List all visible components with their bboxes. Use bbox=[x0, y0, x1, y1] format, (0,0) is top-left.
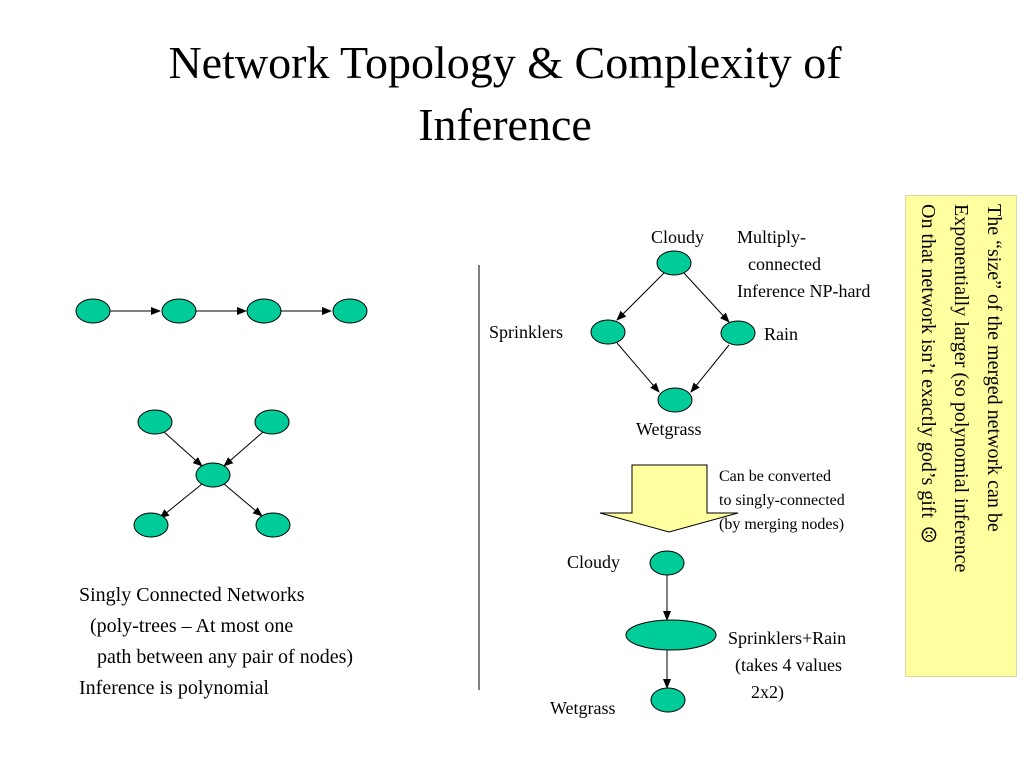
caption-line-4: Inference is polynomial bbox=[79, 677, 269, 699]
merged-network: Cloudy Sprinklers+Rain (takes 4 values 2… bbox=[550, 550, 846, 718]
edge-cloudy-rain bbox=[682, 271, 730, 323]
node-cloudy bbox=[656, 250, 692, 276]
merged-label-sprinklers-rain: Sprinklers+Rain bbox=[728, 628, 846, 648]
merged-node-sprinklers-rain bbox=[625, 619, 717, 651]
chain-node-2 bbox=[161, 298, 197, 324]
node-rain bbox=[720, 320, 756, 346]
polytree-edge-2 bbox=[223, 431, 264, 467]
multiply-connected-note-line-3: Inference NP-hard bbox=[737, 281, 870, 301]
label-wetgrass: Wetgrass bbox=[636, 419, 702, 439]
chain-network bbox=[75, 298, 368, 324]
singly-connected-caption: Singly Connected Networks (poly-trees – … bbox=[79, 584, 353, 699]
multiply-connected-note-line-1: Multiply- bbox=[737, 227, 806, 247]
caption-line-2: (poly-trees – At most one bbox=[90, 615, 293, 637]
chain-node-4 bbox=[332, 298, 368, 324]
side-note-text: The “size” of the merged network can be … bbox=[911, 204, 1010, 572]
edge-sprinklers-wetgrass bbox=[616, 342, 660, 393]
polytree-edge-1 bbox=[163, 431, 203, 467]
polytree-edge-4 bbox=[223, 483, 263, 517]
conversion-note-line-2: to singly-connected bbox=[719, 492, 845, 509]
slide-title: Network Topology & Complexity of Inferen… bbox=[0, 32, 1010, 156]
node-sprinklers bbox=[590, 319, 626, 345]
multiply-connected-note-line-2: connected bbox=[748, 254, 821, 274]
conversion-note-line-3: (by merging nodes) bbox=[719, 516, 844, 533]
conversion-note-line-1: Can be converted bbox=[719, 468, 831, 485]
chain-node-3 bbox=[246, 298, 282, 324]
polytree-node-bottom-left bbox=[133, 512, 169, 538]
caption-line-3: path between any pair of nodes) bbox=[97, 646, 353, 668]
polytree-network bbox=[133, 409, 291, 538]
label-cloudy: Cloudy bbox=[651, 227, 704, 247]
merged-node-cloudy bbox=[649, 550, 685, 576]
polytree-node-top-left bbox=[137, 409, 173, 435]
side-note-line-3: On that network isn’t exactly god’s gift… bbox=[917, 204, 939, 548]
label-sprinklers: Sprinklers bbox=[489, 322, 563, 342]
merged-label-cloudy: Cloudy bbox=[567, 552, 620, 572]
conversion-note: Can be converted to singly-connected (by… bbox=[719, 468, 845, 533]
merged-label-wetgrass: Wetgrass bbox=[550, 698, 616, 718]
label-rain: Rain bbox=[764, 324, 798, 344]
side-note-line-1: The “size” of the merged network can be bbox=[983, 204, 1005, 532]
polytree-edge-3 bbox=[159, 483, 203, 519]
side-note-box: The “size” of the merged network can be … bbox=[905, 195, 1017, 677]
polytree-node-bottom-right bbox=[255, 512, 291, 538]
merged-label-values-line-1: (takes 4 values bbox=[735, 655, 842, 676]
caption-line-1: Singly Connected Networks bbox=[79, 584, 305, 606]
conversion-down-arrow bbox=[599, 464, 739, 533]
node-wetgrass bbox=[657, 387, 693, 413]
polytree-node-top-right bbox=[254, 409, 290, 435]
multiply-connected-network: Cloudy Sprinklers Rain Wetgrass Multiply… bbox=[489, 227, 870, 439]
edge-cloudy-sprinklers bbox=[616, 271, 666, 321]
edge-rain-wetgrass bbox=[690, 344, 730, 393]
slide-title-line-1: Network Topology & Complexity of bbox=[168, 37, 842, 88]
merged-node-wetgrass bbox=[650, 687, 686, 713]
side-note-line-2: Exponentially larger (so polynomial infe… bbox=[950, 204, 972, 573]
polytree-node-center bbox=[195, 462, 231, 488]
merged-label-values-line-2: 2x2) bbox=[751, 682, 784, 703]
slide-title-line-2: Inference bbox=[418, 99, 592, 150]
chain-node-1 bbox=[75, 298, 111, 324]
